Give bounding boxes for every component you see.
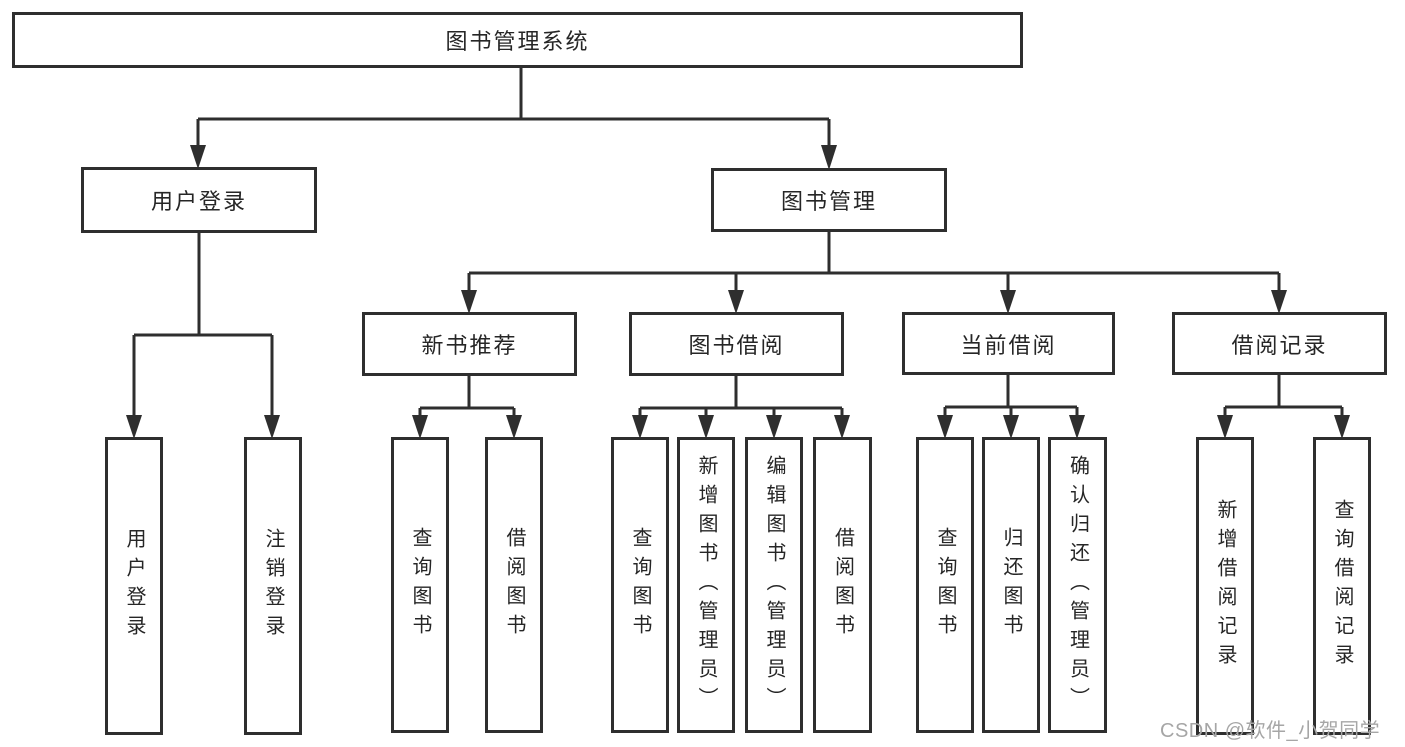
leaf-borrow-books: 借阅图书	[813, 437, 872, 733]
leaf-confirm-return-admin: 确认归还（管理员）	[1048, 437, 1107, 733]
leaf-query-books-current: 查询图书	[916, 437, 974, 733]
leaf-query-borrow-record: 查询借阅记录	[1313, 437, 1371, 735]
node-borrowing-records: 借阅记录	[1172, 312, 1387, 375]
node-new-book-recommendation: 新书推荐	[362, 312, 577, 376]
leaf-borrow-books-recommend: 借阅图书	[485, 437, 543, 733]
node-book-management: 图书管理	[711, 168, 947, 232]
leaf-user-login: 用户登录	[105, 437, 163, 735]
leaf-query-books-recommend: 查询图书	[391, 437, 449, 733]
node-book-borrowing: 图书借阅	[629, 312, 844, 376]
leaf-return-books: 归还图书	[982, 437, 1040, 733]
leaf-add-books-admin: 新增图书（管理员）	[677, 437, 735, 733]
leaf-logout: 注销登录	[244, 437, 302, 735]
leaf-query-books-borrowing: 查询图书	[611, 437, 669, 733]
csdn-watermark: CSDN @软件_小贺同学	[1160, 720, 1381, 742]
node-library-management-system: 图书管理系统	[12, 12, 1023, 68]
leaf-edit-books-admin: 编辑图书（管理员）	[745, 437, 803, 733]
node-current-borrowing: 当前借阅	[902, 312, 1115, 375]
leaf-add-borrow-record: 新增借阅记录	[1196, 437, 1254, 735]
node-user-login: 用户登录	[81, 167, 317, 233]
